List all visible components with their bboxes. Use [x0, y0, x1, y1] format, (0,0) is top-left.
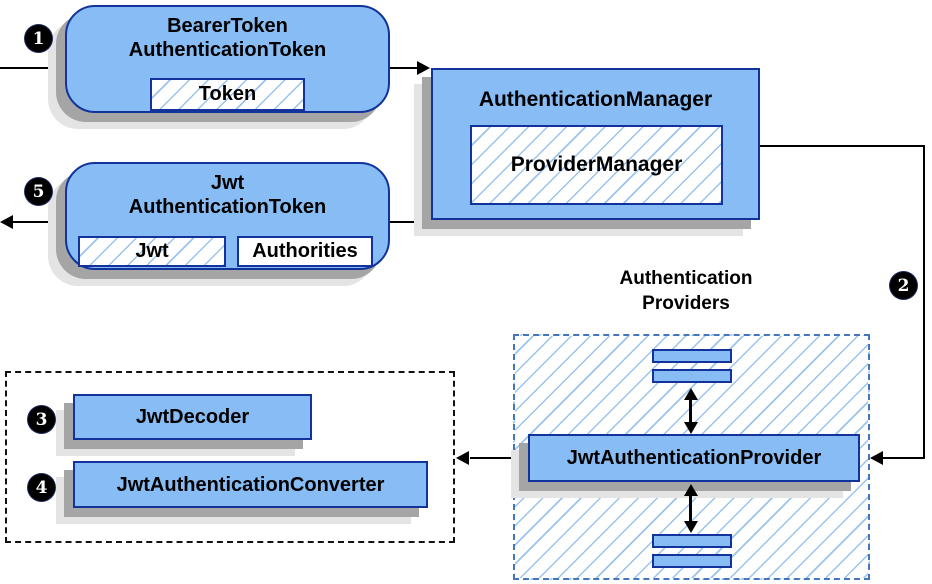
manager-to-provider-line-bottom: [883, 457, 925, 459]
arrowhead-up-icon: [684, 388, 698, 400]
jwt-token-node-title: Jwt AuthenticationToken: [67, 171, 388, 219]
other-provider-bar: [652, 534, 732, 548]
jwt-chip: Jwt: [78, 236, 226, 267]
jwt-token-title-line2: AuthenticationToken: [128, 196, 327, 218]
step-marker-1: 1: [25, 25, 52, 52]
token-chip: Token: [150, 78, 305, 111]
arrowhead-right-icon: [417, 61, 430, 75]
authentication-manager-node: AuthenticationManager ProviderManager: [431, 68, 760, 220]
providers-group-label: Authentication Providers: [586, 266, 786, 316]
step-marker-4-number: 4: [35, 477, 48, 498]
step-marker-4: 4: [28, 474, 55, 501]
provider-to-detail-line: [470, 457, 528, 459]
provider-list-link-line: [689, 398, 692, 424]
step-marker-1-number: 1: [32, 28, 45, 49]
arrowhead-up-icon: [684, 484, 698, 496]
manager-to-provider-line-vertical: [923, 145, 925, 459]
jwt-decoder-node: JwtDecoder: [73, 394, 312, 440]
step-marker-5-number: 5: [32, 181, 45, 202]
bearer-token-title-line2: AuthenticationToken: [128, 39, 327, 61]
manager-to-provider-line-top: [760, 145, 925, 147]
provider-list-link-line: [689, 494, 692, 522]
arrowhead-left-icon: [456, 451, 469, 465]
step-marker-3: 3: [28, 406, 55, 433]
bearer-token-title-line1: BearerToken: [167, 15, 288, 37]
providers-group-label-line1: Authentication: [619, 268, 753, 289]
bearer-to-manager-line: [390, 67, 419, 69]
arrowhead-down-icon: [684, 521, 698, 533]
arrowhead-left-icon: [870, 451, 883, 465]
jwt-chip-label: Jwt: [135, 240, 169, 262]
other-provider-bar: [652, 554, 732, 568]
step-marker-2-number: 2: [897, 275, 910, 296]
jwt-token-title-line1: Jwt: [210, 172, 245, 194]
jwt-authentication-converter-node: JwtAuthenticationConverter: [73, 461, 428, 508]
authentication-manager-label: AuthenticationManager: [478, 88, 713, 111]
incoming-request-line: [0, 67, 66, 69]
token-chip-label: Token: [198, 83, 257, 105]
providers-group-label-line2: Providers: [642, 293, 730, 314]
bearer-token-node-title: BearerToken AuthenticationToken: [67, 14, 388, 62]
authorities-chip-label: Authorities: [252, 240, 358, 262]
manager-to-jwt-token-line: [390, 221, 431, 223]
authorities-chip: Authorities: [237, 236, 373, 267]
step-marker-2: 2: [890, 272, 917, 299]
other-provider-bar: [652, 369, 732, 383]
bearer-token-authentication-token-node: BearerToken AuthenticationToken Token: [65, 5, 390, 113]
step-marker-5: 5: [25, 178, 52, 205]
arrowhead-left-icon: [0, 215, 13, 229]
step-marker-3-number: 3: [35, 409, 48, 430]
outgoing-result-line: [12, 221, 65, 223]
provider-manager-chip: ProviderManager: [470, 125, 723, 205]
jwt-authentication-provider-label: JwtAuthenticationProvider: [566, 447, 822, 469]
jwt-authentication-token-node: Jwt AuthenticationToken Jwt Authorities: [65, 162, 390, 270]
jwt-authentication-converter-label: JwtAuthenticationConverter: [116, 473, 385, 496]
provider-manager-chip-label: ProviderManager: [510, 153, 683, 176]
provider-detail-group: [5, 371, 455, 543]
arrowhead-down-icon: [684, 422, 698, 434]
jwt-authentication-provider-node: JwtAuthenticationProvider: [528, 434, 860, 482]
jwt-decoder-label: JwtDecoder: [135, 406, 250, 428]
other-provider-bar: [652, 349, 732, 363]
